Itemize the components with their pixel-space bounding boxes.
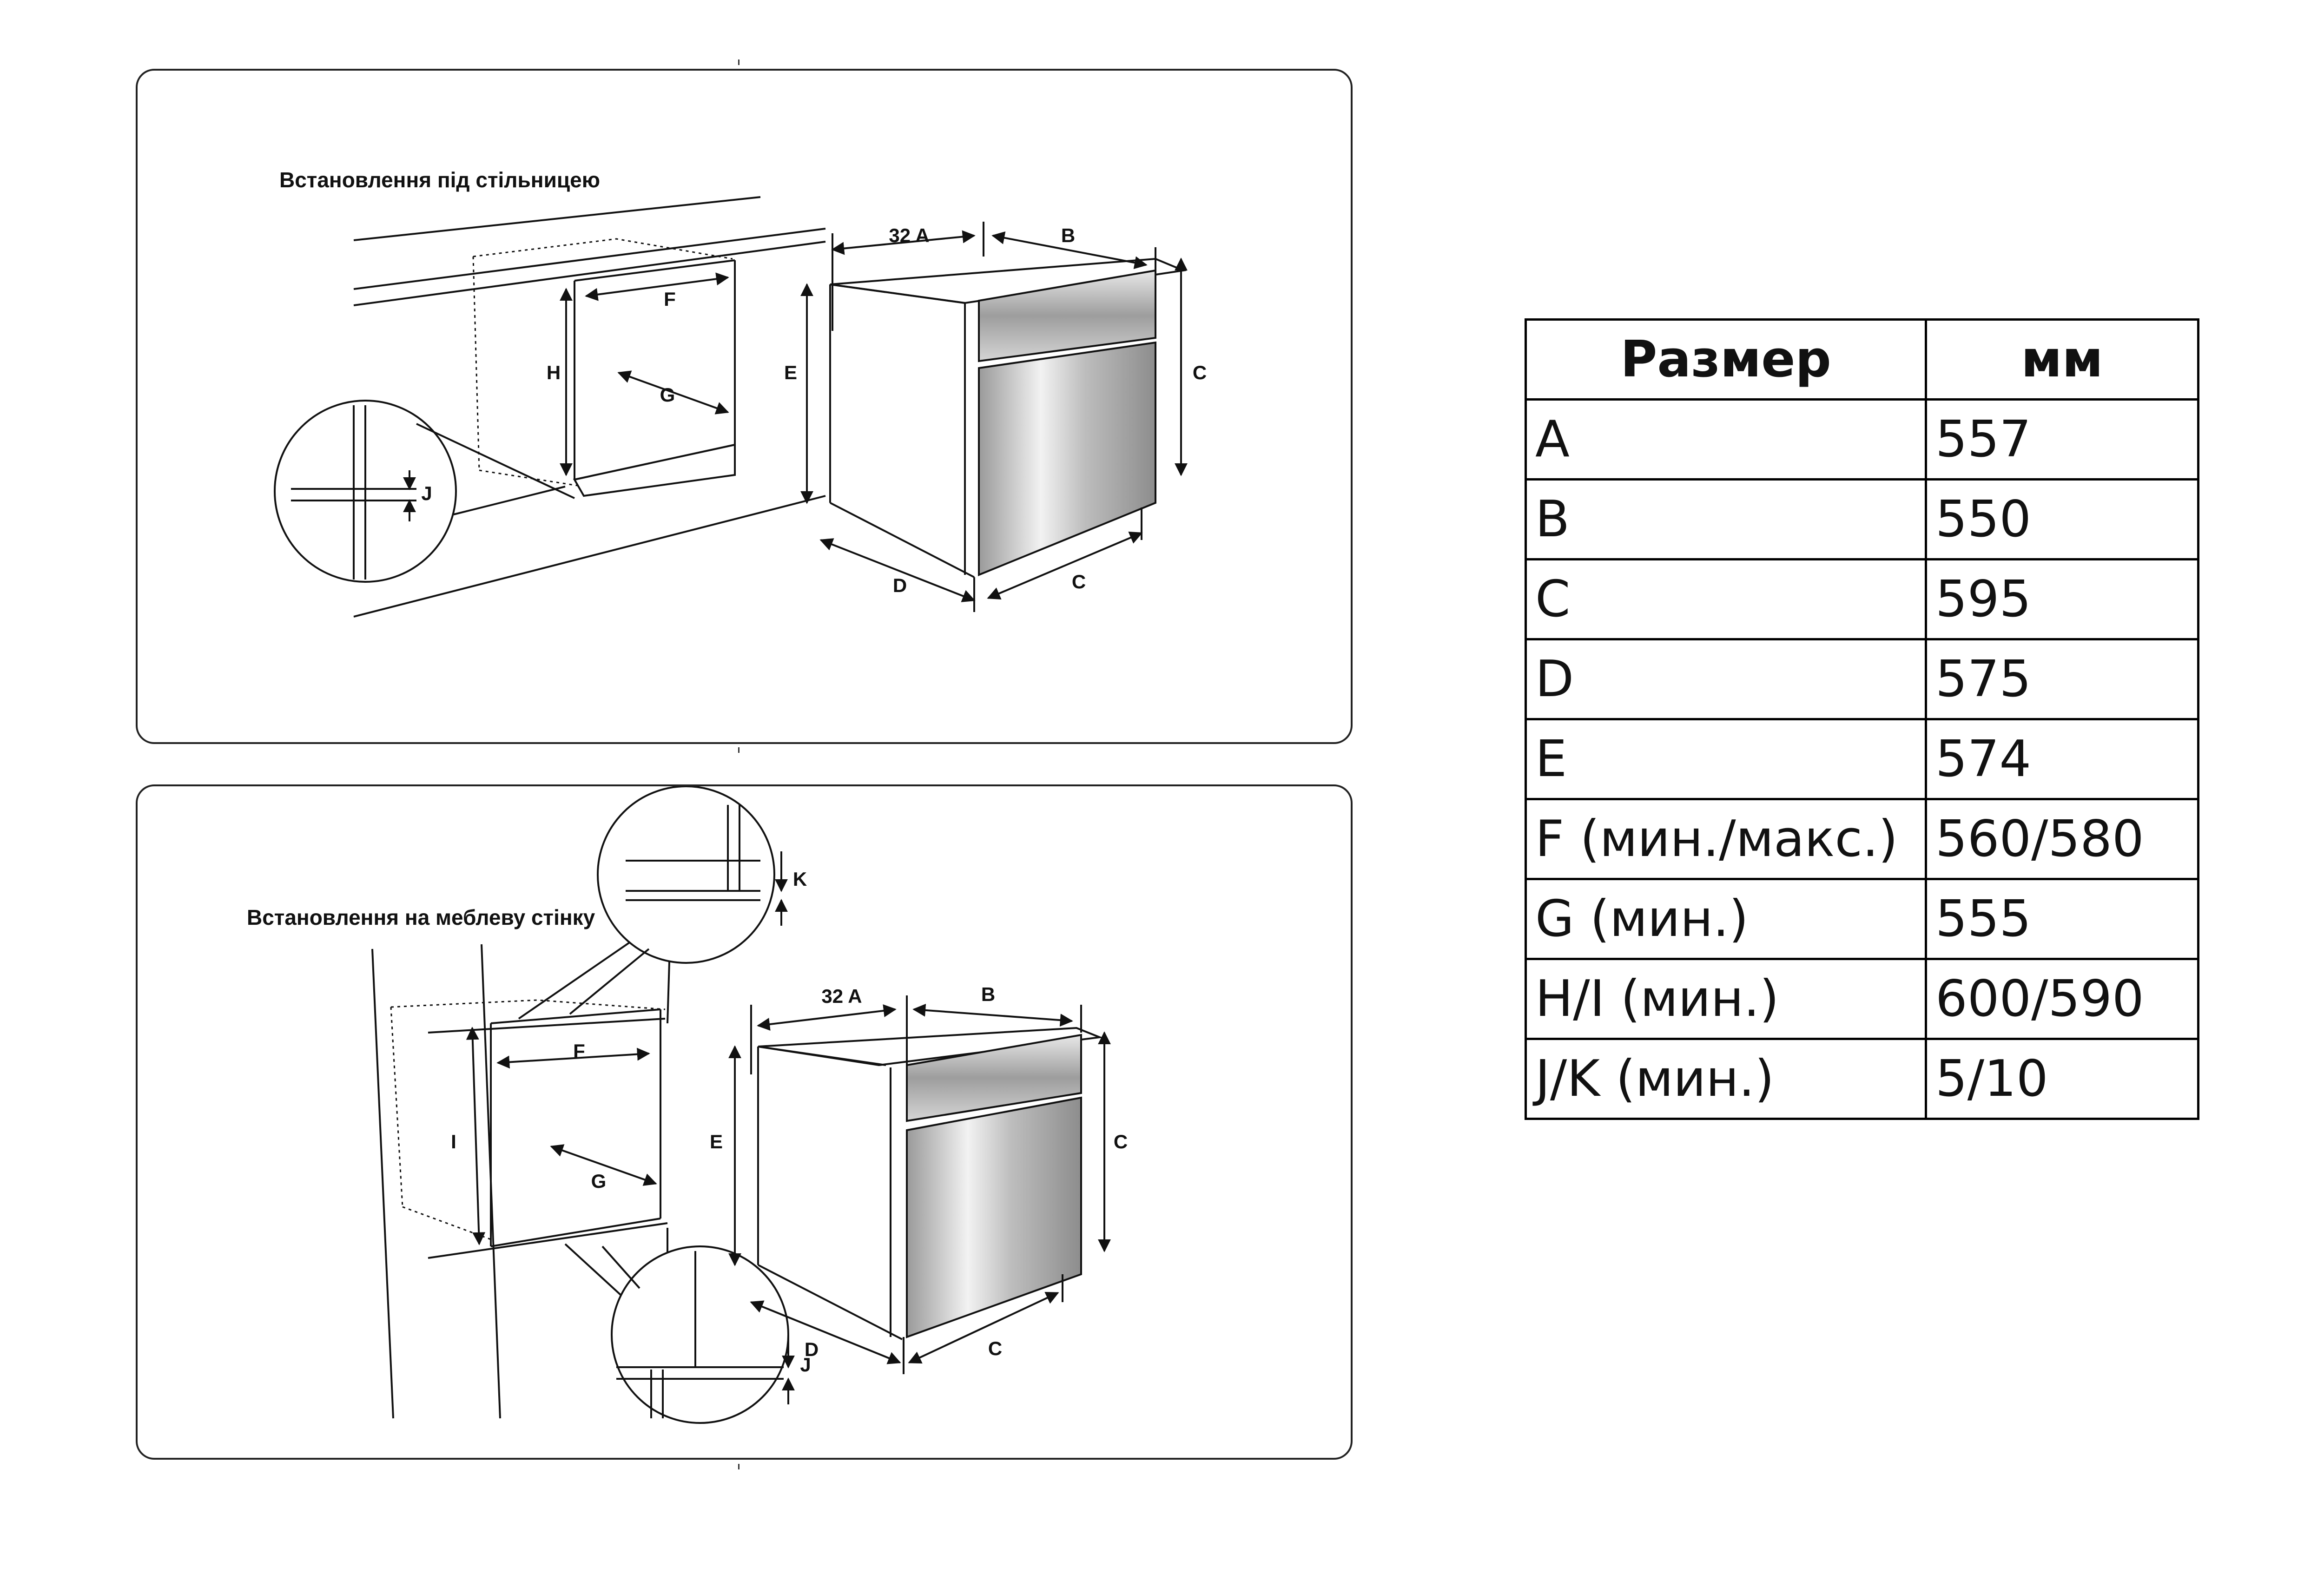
cabinet-wall-installation-panel: Встановлення на меблеву стінку 32 A B C … (136, 784, 1353, 1460)
dimension-value: 575 (1925, 638, 2199, 720)
dimension-code: F (мин./макс.) (1525, 798, 1927, 880)
column-header-size: Размер (1525, 318, 1927, 401)
dimension-code: C (1525, 558, 1927, 640)
dim-label-a: 32 A (889, 224, 930, 246)
table-header-row: Размер мм (1525, 318, 2199, 401)
dim-label-b: B (1061, 224, 1076, 246)
dim-label-c-diagonal: C (1071, 571, 1086, 593)
dim-label-c-vertical: C (1192, 362, 1207, 383)
dim-label-g: G (591, 1170, 607, 1192)
dimension-value: 560/580 (1925, 798, 2199, 880)
table-row: H/I (мин.)600/590 (1525, 958, 2199, 1040)
dimension-value: 5/10 (1925, 1038, 2199, 1120)
registration-tick (738, 747, 739, 753)
dimension-value: 550 (1925, 478, 2199, 560)
dim-label-k: K (792, 868, 807, 890)
dim-label-d: D (892, 574, 907, 596)
panel-title: Встановлення під стільницею (279, 168, 600, 192)
dim-label-f: F (573, 1040, 585, 1062)
dim-label-j: J (800, 1354, 811, 1376)
dimension-code: G (мин.) (1525, 878, 1927, 960)
panel-title: Встановлення на меблеву стінку (247, 905, 595, 929)
table-row: G (мин.)555 (1525, 878, 2199, 960)
dim-label-d: D (804, 1338, 819, 1360)
dim-label-a: 32 A (821, 985, 862, 1007)
table-row: J/K (мин.)5/10 (1525, 1038, 2199, 1120)
dim-label-b: B (981, 983, 996, 1005)
dimension-value: 595 (1925, 558, 2199, 640)
dim-label-f: F (664, 288, 676, 310)
dimension-code: B (1525, 478, 1927, 560)
under-counter-installation-panel: Встановлення під стільницею 32 A B C C D… (136, 69, 1353, 744)
dimension-value: 600/590 (1925, 958, 2199, 1040)
registration-tick (738, 1464, 739, 1469)
dimension-value: 574 (1925, 718, 2199, 800)
dimension-code: D (1525, 638, 1927, 720)
cabinet-wall-drawing (371, 786, 1111, 1424)
dimension-code: A (1525, 398, 1927, 481)
dim-label-i: I (451, 1131, 456, 1153)
dim-label-g: G (660, 384, 675, 406)
dimension-code: H/I (мин.) (1525, 958, 1927, 1040)
dim-label-e: E (709, 1131, 723, 1153)
dimension-code: J/K (мин.) (1525, 1038, 1927, 1120)
dimension-code: E (1525, 718, 1927, 800)
dim-label-e: E (784, 362, 798, 383)
dimension-value: 557 (1925, 398, 2199, 481)
dimension-value: 555 (1925, 878, 2199, 960)
registration-tick (738, 59, 739, 65)
dim-label-j: J (421, 482, 432, 504)
under-counter-drawing (274, 196, 1188, 618)
column-header-mm: мм (1925, 318, 2199, 401)
dim-label-h: H (546, 362, 561, 383)
dim-label-c-vertical: C (1113, 1131, 1128, 1153)
table-row: F (мин./макс.)560/580 (1525, 798, 2199, 880)
dim-label-c-diagonal: C (988, 1337, 1003, 1359)
